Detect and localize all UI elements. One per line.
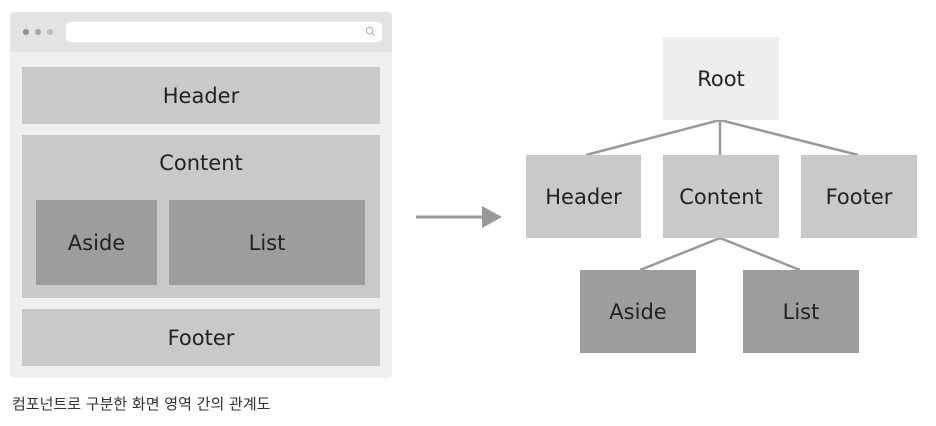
mockup-aside-label: Aside	[67, 230, 126, 255]
tree-node-content-label: Content	[679, 184, 763, 209]
window-dot-icon	[47, 29, 53, 35]
tree-node-footer-label: Footer	[825, 184, 893, 209]
tree-node-header-label: Header	[545, 184, 622, 209]
tree-node-list: List	[743, 270, 859, 353]
address-bar	[66, 22, 382, 42]
mockup-content-label: Content	[159, 151, 243, 175]
connector-root-footer	[719, 118, 859, 157]
tree-node-aside-label: Aside	[609, 299, 667, 324]
mockup-header-label: Header	[162, 83, 240, 108]
tree-node-content: Content	[663, 155, 779, 238]
right-arrow-icon	[416, 206, 502, 228]
mockup-footer-label: Footer	[167, 325, 235, 350]
mockup-aside-region: Aside	[36, 200, 157, 285]
connector-content-list	[719, 236, 801, 272]
tree-node-list-label: List	[782, 299, 820, 324]
mockup-header-region: Header	[22, 67, 380, 124]
mockup-list-label: List	[248, 230, 286, 255]
tree-node-header: Header	[526, 155, 641, 238]
connector-content-aside	[639, 236, 721, 272]
tree-node-aside: Aside	[580, 270, 696, 353]
tree-node-root: Root	[663, 37, 779, 120]
window-dot-icon	[23, 29, 29, 35]
connector-root-header	[585, 118, 721, 157]
window-dot-icon	[35, 29, 41, 35]
mockup-list-region: List	[169, 200, 365, 285]
mockup-footer-region: Footer	[22, 309, 380, 366]
tree-node-footer: Footer	[801, 155, 917, 238]
figure-caption: 컴포넌트로 구분한 화면 영역 간의 관계도	[12, 395, 271, 413]
tree-node-root-label: Root	[697, 66, 745, 91]
browser-toolbar	[10, 12, 392, 52]
search-icon	[365, 26, 376, 37]
